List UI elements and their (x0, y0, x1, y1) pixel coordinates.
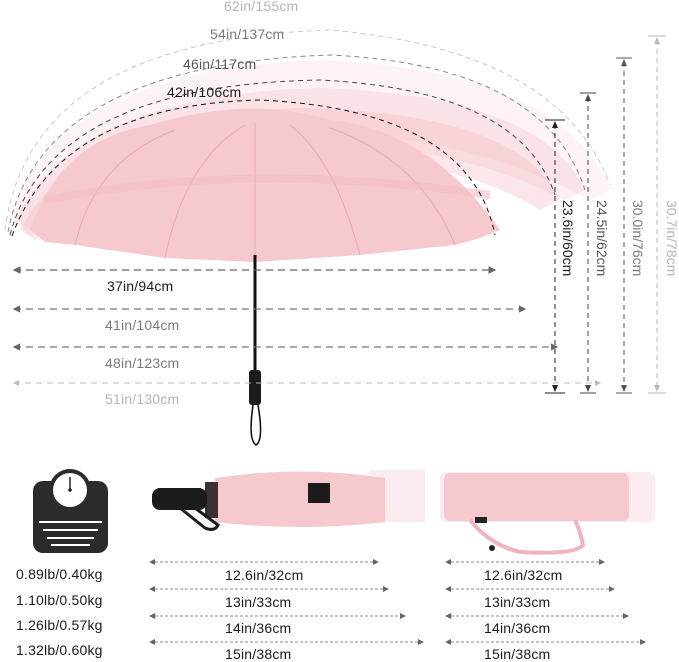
case-length-label-2: 14in/36cm (484, 620, 551, 636)
scale-icon (33, 469, 108, 553)
folded-length-label-2: 14in/36cm (225, 620, 292, 636)
height-label-62: 24.5in/62cm (594, 200, 610, 277)
weight-label-0: 0.89lb/0.40kg (16, 566, 103, 582)
height-label-78: 30.7in/78cm (664, 200, 679, 277)
height-line-60 (545, 119, 565, 394)
diameter-label-51: 51in/130cm (105, 391, 180, 407)
height-line-62 (580, 92, 596, 394)
folded-length-label-0: 12.6in/32cm (225, 567, 304, 583)
arc-42 (11, 99, 496, 237)
umbrella-case (440, 472, 655, 555)
canopy-main (30, 108, 500, 262)
height-label-76: 30.0in/76cm (630, 200, 646, 277)
height-label-60: 23.6in/60cm (560, 200, 576, 277)
arc-54 (7, 54, 586, 233)
diameter-label-41: 41in/104cm (105, 317, 180, 333)
diameter-label-37: 37in/94cm (107, 278, 174, 294)
arc-label-62: 62in/155cm (224, 0, 299, 14)
height-line-78 (648, 35, 666, 394)
canopy-ghost-xl (10, 60, 610, 230)
weight-label-3: 1.32lb/0.60kg (16, 642, 103, 658)
diameter-label-48: 48in/123cm (105, 355, 180, 371)
arc-label-42: 42in/106cm (167, 84, 242, 100)
arc-label-54: 54in/137cm (210, 26, 285, 42)
folded-umbrella (152, 470, 425, 531)
weight-label-1: 1.10lb/0.50kg (16, 592, 103, 608)
folded-length-label-1: 13in/33cm (225, 594, 292, 610)
weight-label-2: 1.26lb/0.57kg (16, 617, 103, 633)
case-length-label-1: 13in/33cm (484, 594, 551, 610)
arc-46 (9, 79, 556, 236)
arc-62 (4, 29, 611, 231)
arc-label-46: 46in/117cm (183, 56, 257, 72)
case-length-label-3: 15in/38cm (484, 646, 551, 662)
height-line-76 (616, 57, 632, 394)
case-length-label-0: 12.6in/32cm (484, 567, 563, 583)
folded-length-label-3: 15in/38cm (225, 646, 292, 662)
